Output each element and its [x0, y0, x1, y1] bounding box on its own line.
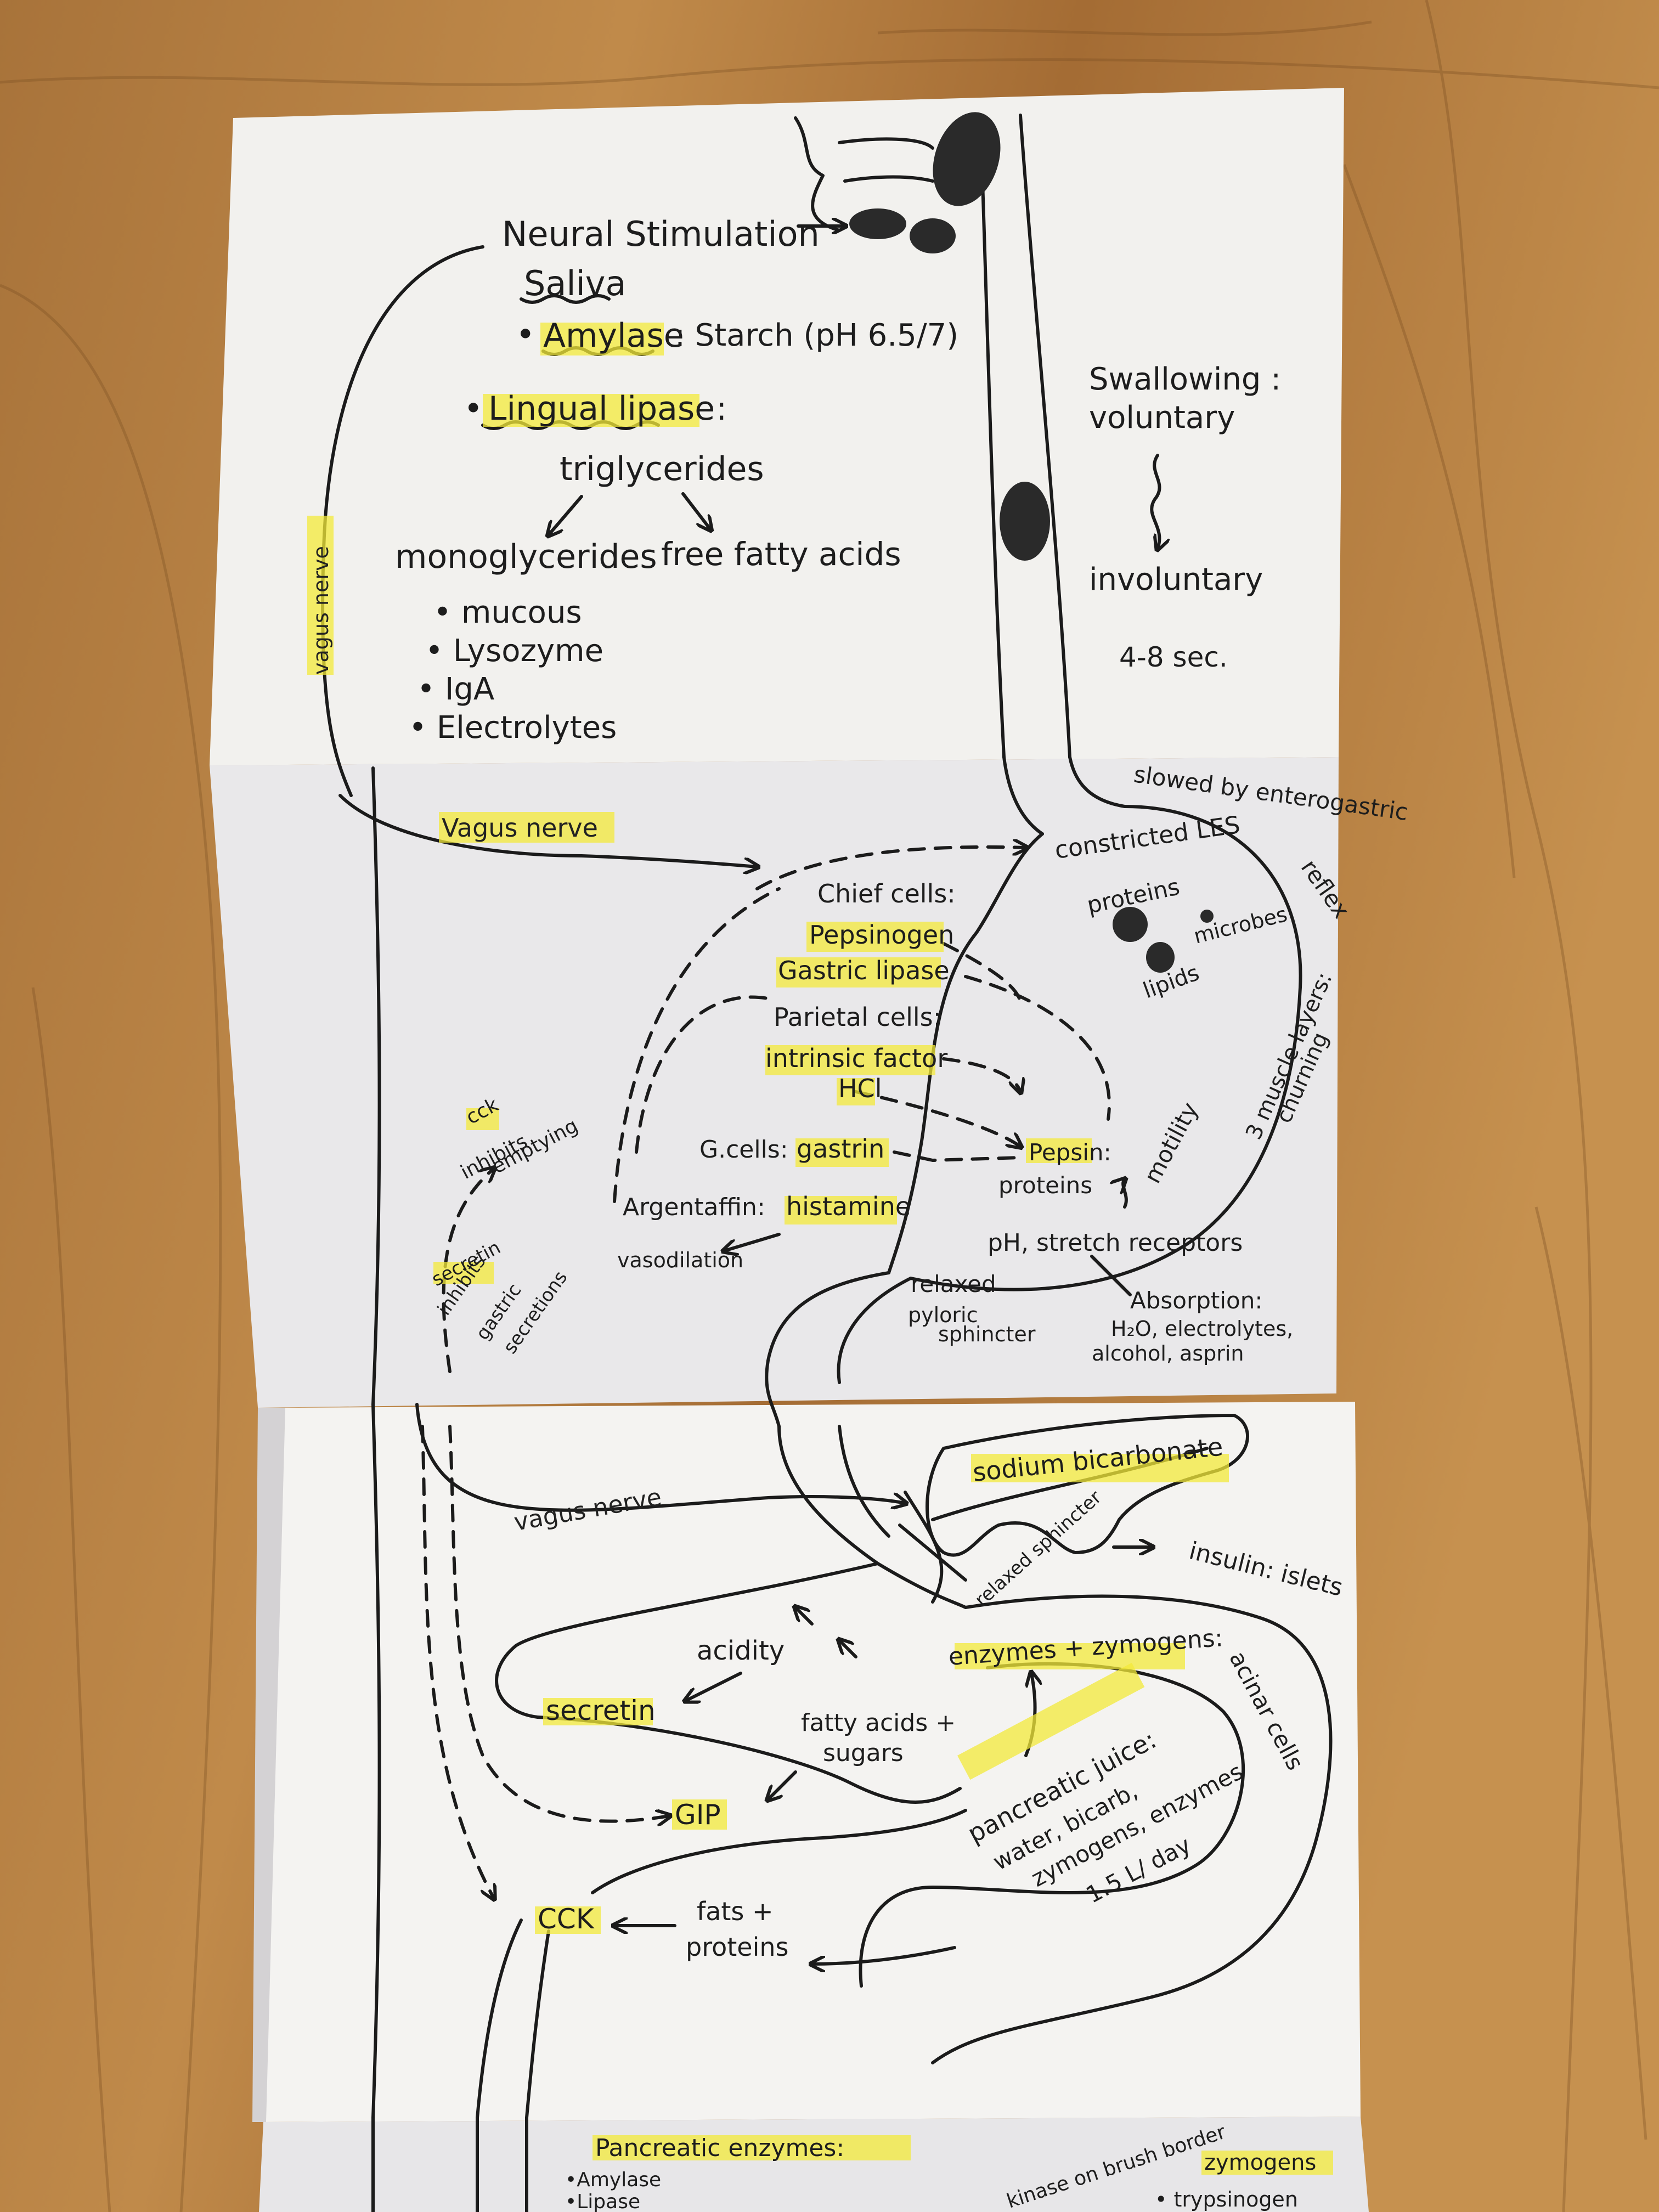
amylase-item: •Amylase [565, 2169, 661, 2191]
gastric-lipase-label: Gastric lipase [778, 956, 950, 985]
chief-cells-label: Chief cells: [817, 879, 956, 909]
duration-label: 4-8 sec. [1119, 641, 1228, 673]
relaxed-label: relaxed [911, 1271, 996, 1297]
swallowing-label: Swallowing : [1089, 362, 1281, 397]
fatty-acids-label: fatty acids + [801, 1709, 956, 1737]
pepsinogen-label: Pepsinogen [809, 920, 954, 950]
pancreatic-enzymes-label: Pancreatic enzymes: [595, 2134, 844, 2162]
absorption-items-a: H₂O, electrolytes, [1111, 1317, 1293, 1341]
fats-label: fats + [697, 1897, 774, 1926]
svg-text:•: • [464, 390, 483, 428]
amylase-label: Amylase [543, 317, 684, 355]
parietal-cells-label: Parietal cells: [774, 1002, 941, 1032]
panel3-drawings [371, 1403, 1333, 2119]
hcl-label: HCl [838, 1074, 882, 1103]
neural-stimulation-label: Neural Stimulation [502, 214, 820, 254]
voluntary-label: voluntary [1089, 400, 1235, 436]
acidity-label: acidity [697, 1635, 785, 1666]
gip-label: GIP [675, 1799, 721, 1831]
secretin-label: secretin [546, 1695, 656, 1726]
paper-panels [210, 88, 1369, 2212]
panel2-drawings [338, 755, 1302, 1428]
free-fatty-acids-label: free fatty acids [661, 535, 901, 573]
fats-proteins-label: proteins [686, 1932, 788, 1962]
lipase-item: •Lipase [565, 2191, 640, 2212]
cck-label: CCK [538, 1903, 595, 1935]
panel1-text: Neural Stimulation Saliva • Amylase : St… [309, 214, 1281, 746]
absorption-label: Absorption: [1130, 1287, 1263, 1314]
trypsinogen-item: • trypsinogen [1155, 2187, 1298, 2211]
saliva-item-3: • IgA [417, 672, 494, 707]
pepsin-label: Pepsin: [1029, 1139, 1111, 1166]
svg-text:•: • [516, 315, 535, 354]
saliva-label: Saliva [524, 263, 626, 303]
gastrin-label: gastrin [797, 1134, 884, 1164]
panel4: Pancreatic enzymes: •Amylase •Lipase kin… [371, 2116, 1333, 2212]
vagus-nerve-label-2: Vagus nerve [442, 813, 598, 843]
sugars-label: sugars [823, 1739, 904, 1767]
vasodilation-label: vasodilation [617, 1248, 743, 1272]
zymogens-label: zymogens [1204, 2150, 1316, 2175]
ph-receptors-label: pH, stretch receptors [988, 1229, 1243, 1257]
histamine-label: histamine [786, 1192, 911, 1221]
svg-text::: : [716, 390, 727, 428]
argentaffin-label: Argentaffin: [623, 1193, 765, 1221]
saliva-item-2: • Lysozyme [425, 633, 603, 669]
vagus-nerve-label-1: vagus nerve [309, 546, 333, 675]
monoglycerides-label: monoglycerides [395, 538, 657, 576]
involuntary-label: involuntary [1089, 562, 1263, 597]
sphincter-label: sphincter [938, 1322, 1036, 1346]
pyloric-label: pyloric [908, 1303, 978, 1327]
saliva-item-1: • mucous [433, 595, 582, 630]
absorption-items-b: alcohol, asprin [1092, 1341, 1244, 1365]
lingual-lipase-label: Lingual lipase [488, 390, 715, 428]
pepsin-proteins-label: proteins [998, 1172, 1092, 1199]
saliva-item-4: • Electrolytes [409, 710, 617, 746]
panel1-drawings [307, 112, 1160, 797]
g-cells-label: G.cells: [699, 1136, 788, 1164]
amylase-description: : Starch (pH 6.5/7) [675, 318, 958, 353]
triglycerides-label: triglycerides [560, 450, 764, 488]
intrinsic-factor-label: intrinsic factor [765, 1043, 947, 1073]
